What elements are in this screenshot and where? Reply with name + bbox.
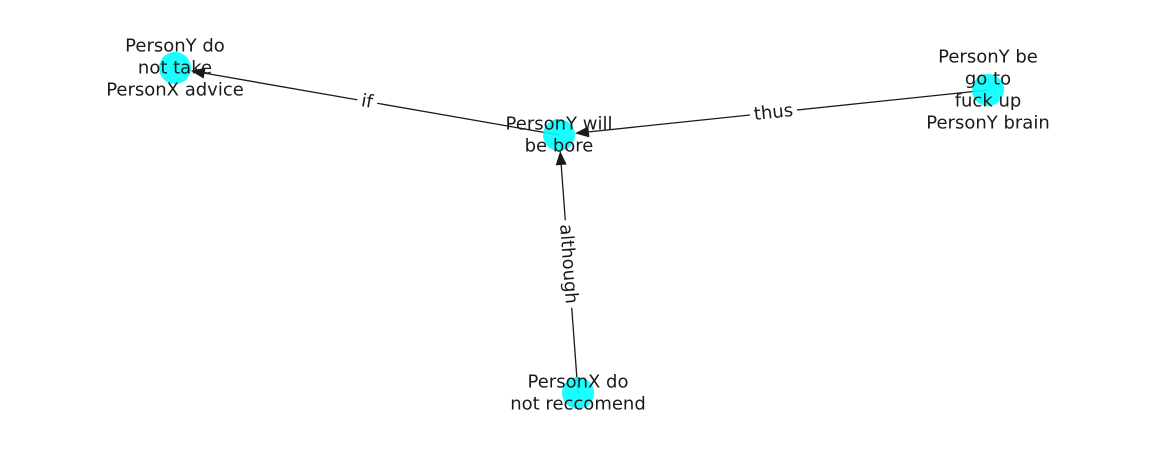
node-label-line: PersonY be: [938, 47, 1038, 68]
graph-node[interactable]: [562, 377, 594, 409]
node-label-line: not take: [138, 58, 212, 79]
node-label-line: not reccomend: [510, 394, 646, 415]
edge-arrowhead: [190, 67, 206, 79]
edge-label: if: [360, 90, 375, 113]
node-label-line: fuck up: [955, 91, 1022, 112]
edge-label-group: although: [552, 219, 585, 309]
graph-node[interactable]: [159, 52, 191, 84]
edge-label-background: [748, 97, 799, 128]
edge-label-group: thus: [748, 97, 799, 128]
node-label-line: PersonX advice: [106, 80, 244, 101]
graph-node[interactable]: [543, 119, 575, 151]
edge-arrowhead: [574, 126, 590, 138]
edges-layer: [190, 67, 989, 394]
edge-label-background: [552, 219, 585, 309]
edge-label: thus: [753, 100, 794, 125]
node-label-line: PersonY brain: [926, 113, 1049, 134]
node-label-line: go to: [965, 69, 1011, 90]
edge-arrowhead: [555, 150, 567, 166]
edge-label-group: if: [355, 87, 380, 116]
node-label-line: PersonY do: [125, 36, 225, 57]
node-label-line: PersonX do: [528, 372, 629, 393]
node-label-line: be bore: [525, 136, 594, 157]
node-label-line: PersonY will: [506, 114, 613, 135]
edge-label-background: [355, 87, 380, 116]
graph-node[interactable]: [972, 74, 1004, 106]
edge-line: [204, 72, 560, 136]
nodes-layer: [159, 52, 1004, 409]
